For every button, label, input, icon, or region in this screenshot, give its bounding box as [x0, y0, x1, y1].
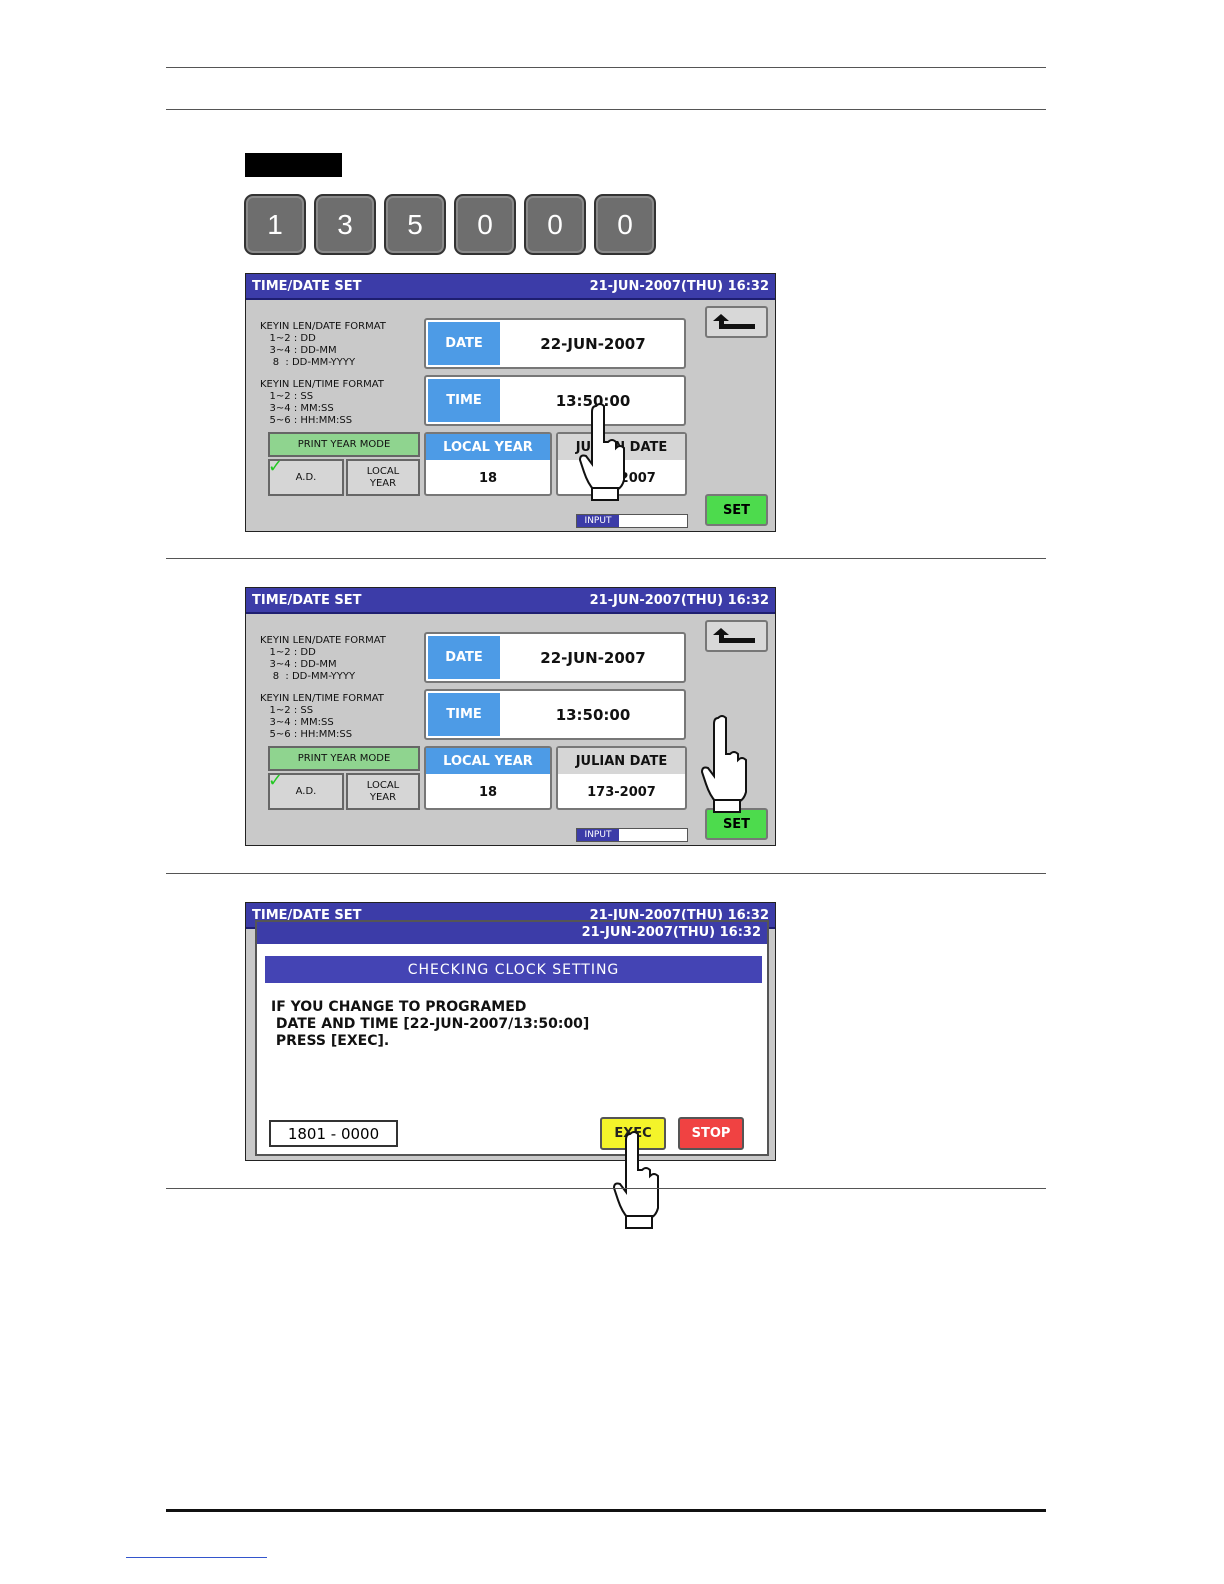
current-datetime: 21-JUN-2007(THU) 16:32	[589, 908, 769, 923]
time-label: TIME	[428, 379, 500, 422]
date-format-help: KEYIN LEN/DATE FORMAT 1~2 : DD 3~4 : DD-…	[260, 635, 386, 682]
print-year-mode-label: PRINT YEAR MODE	[268, 432, 420, 457]
date-field[interactable]: DATE 22-JUN-2007	[424, 318, 686, 369]
screen-title: TIME/DATE SET	[252, 908, 362, 923]
pointing-hand-icon	[578, 403, 625, 501]
key-0-c[interactable]: 0	[594, 194, 656, 255]
date-value: 22-JUN-2007	[540, 648, 646, 667]
title-bar: TIME/DATE SET 21-JUN-2007(THU) 16:32	[246, 588, 775, 614]
footer-rule	[166, 1509, 1046, 1512]
julian-date-label: JULIAN DATE	[558, 748, 685, 774]
date-label: DATE	[428, 636, 500, 679]
pointing-hand-icon	[612, 1131, 659, 1229]
key-1[interactable]: 1	[244, 194, 306, 255]
top-rule-2	[166, 109, 1046, 110]
rule-5	[166, 1188, 1046, 1189]
local-year-value: 18	[478, 784, 498, 800]
key-0-a[interactable]: 0	[454, 194, 516, 255]
redacted-label	[245, 153, 342, 177]
confirm-dialog: 21-JUN-2007(THU) 16:32 CHECKING CLOCK SE…	[255, 920, 769, 1156]
time-value: 13:50:00	[555, 705, 631, 724]
rule-4	[166, 873, 1046, 874]
local-year-button[interactable]: LOCAL YEAR	[346, 459, 420, 496]
date-field[interactable]: DATE 22-JUN-2007	[424, 632, 686, 683]
back-arrow-icon	[713, 628, 755, 643]
ad-button[interactable]: A.D.	[268, 773, 344, 810]
print-year-mode-label: PRINT YEAR MODE	[268, 746, 420, 771]
input-indicator: INPUT	[576, 828, 688, 842]
time-date-screen-2: TIME/DATE SET 21-JUN-2007(THU) 16:32 KEY…	[245, 587, 776, 846]
date-format-help: KEYIN LEN/DATE FORMAT 1~2 : DD 3~4 : DD-…	[260, 321, 386, 368]
date-value: 22-JUN-2007	[540, 334, 646, 353]
title-bar: TIME/DATE SET 21-JUN-2007(THU) 16:32	[246, 274, 775, 300]
input-indicator: INPUT	[576, 514, 688, 528]
julian-date-value: 173-2007	[587, 784, 656, 800]
time-field[interactable]: TIME 13:50:00	[424, 375, 686, 426]
back-button[interactable]	[705, 620, 768, 652]
top-rule-1	[166, 67, 1046, 68]
ad-button[interactable]: A.D.	[268, 459, 344, 496]
stop-button[interactable]: STOP	[678, 1117, 744, 1150]
keypad-sequence: 1 3 5 0 0 0	[244, 194, 656, 255]
input-label: INPUT	[577, 515, 619, 527]
local-year-field[interactable]: LOCAL YEAR 18	[424, 746, 552, 810]
pointing-hand-icon	[700, 715, 747, 813]
local-year-label: LOCAL YEAR	[426, 748, 550, 774]
screen-title: TIME/DATE SET	[252, 593, 362, 608]
message-code: 1801 - 0000	[269, 1120, 398, 1147]
key-0-b[interactable]: 0	[524, 194, 586, 255]
current-datetime: 21-JUN-2007(THU) 16:32	[589, 593, 769, 608]
time-value: 13:50:00	[555, 391, 631, 410]
dialog-datetime: 21-JUN-2007(THU) 16:32	[581, 925, 761, 940]
screen-title: TIME/DATE SET	[252, 279, 362, 294]
local-year-button[interactable]: LOCAL YEAR	[346, 773, 420, 810]
time-label: TIME	[428, 693, 500, 736]
key-3[interactable]: 3	[314, 194, 376, 255]
dialog-message: IF YOU CHANGE TO PROGRAMED DATE AND TIME…	[271, 999, 590, 1049]
rule-3	[166, 558, 1046, 559]
local-year-value: 18	[478, 470, 498, 486]
current-datetime: 21-JUN-2007(THU) 16:32	[589, 279, 769, 294]
local-year-field[interactable]: LOCAL YEAR 18	[424, 432, 552, 496]
local-year-label: LOCAL YEAR	[426, 434, 550, 460]
time-format-help: KEYIN LEN/TIME FORMAT 1~2 : SS 3~4 : MM:…	[260, 379, 384, 426]
checkmark-icon: ✓	[268, 456, 284, 477]
julian-date-field[interactable]: JULIAN DATE 173-2007	[556, 746, 687, 810]
dialog-title-bar: 21-JUN-2007(THU) 16:32	[257, 922, 767, 944]
checkmark-icon: ✓	[268, 770, 284, 791]
key-5[interactable]: 5	[384, 194, 446, 255]
set-button[interactable]: SET	[705, 494, 768, 526]
dialog-heading: CHECKING CLOCK SETTING	[265, 956, 762, 983]
time-format-help: KEYIN LEN/TIME FORMAT 1~2 : SS 3~4 : MM:…	[260, 693, 384, 740]
time-date-screen-1: TIME/DATE SET 21-JUN-2007(THU) 16:32 KEY…	[245, 273, 776, 532]
date-label: DATE	[428, 322, 500, 365]
input-label: INPUT	[577, 829, 619, 841]
back-button[interactable]	[705, 306, 768, 338]
footer-link-underline	[126, 1557, 267, 1558]
back-arrow-icon	[713, 314, 755, 329]
time-field[interactable]: TIME 13:50:00	[424, 689, 686, 740]
